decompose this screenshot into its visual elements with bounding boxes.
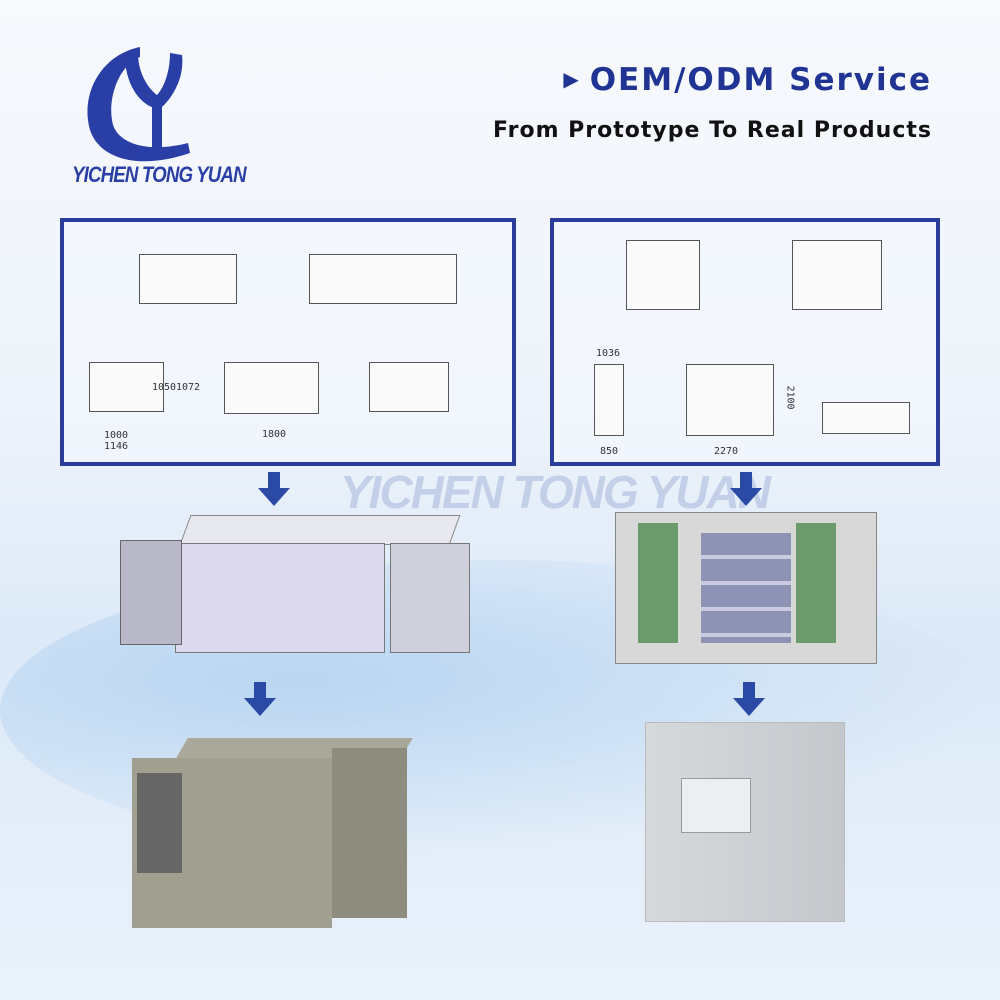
- drawing-open-door-view: [369, 362, 449, 412]
- dimension-label: 1800: [262, 429, 287, 440]
- dimension-label: 1050: [152, 382, 177, 393]
- drawing-cabinet-front: [686, 364, 774, 436]
- down-arrow-icon: [733, 682, 765, 716]
- page-title: ▶ OEM/ODM Service: [563, 62, 932, 98]
- drawing-side-view: [89, 362, 164, 412]
- play-triangle-icon: ▶: [563, 67, 590, 91]
- right-3d-render: [615, 512, 877, 664]
- drawing-cabinet-open: [792, 240, 882, 310]
- drawing-cabinet-top: [822, 402, 910, 434]
- dimension-label: 1072: [176, 382, 201, 393]
- down-arrow-icon: [244, 682, 276, 716]
- left-product-photo: [132, 738, 413, 928]
- drawing-cabinet-closed: [626, 240, 700, 310]
- brand-name: YICHEN TONG YUAN: [72, 162, 247, 187]
- dimension-label: 1146: [104, 441, 129, 452]
- drawing-top-view: [139, 254, 237, 304]
- drawing-front-view: [224, 362, 319, 414]
- right-drawing-panel: 1036 850 2270 2100: [550, 218, 940, 466]
- watermark: YICHEN TONG YUAN: [340, 466, 771, 518]
- left-drawing-panel: 1050 1072 1000 1146 1800: [60, 218, 516, 466]
- page-subtitle: From Prototype To Real Products: [493, 118, 932, 143]
- dimension-label: 1036: [596, 348, 621, 359]
- dimension-label: 2100: [784, 385, 796, 410]
- right-product-photo: [645, 722, 845, 922]
- dimension-label: 2270: [714, 446, 739, 457]
- drawing-cabinet-side: [594, 364, 624, 436]
- dimension-label: 850: [600, 446, 619, 457]
- down-arrow-icon: [730, 472, 762, 506]
- page-title-text: OEM/ODM Service: [589, 62, 932, 98]
- down-arrow-icon: [258, 472, 290, 506]
- left-3d-render: [115, 515, 475, 665]
- dimension-label: 1000: [104, 430, 129, 441]
- drawing-open-top-view: [309, 254, 457, 304]
- brand-logo: [87, 47, 190, 162]
